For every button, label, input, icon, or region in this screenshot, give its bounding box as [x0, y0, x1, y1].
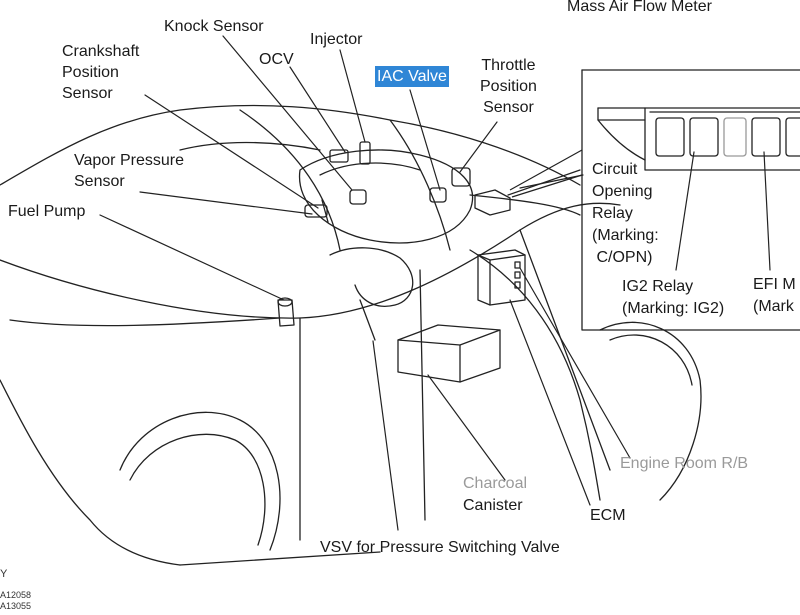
throttle-position-sensor-label: Throttle Position Sensor	[480, 57, 537, 116]
ocv-label: OCV	[259, 51, 294, 68]
component-bodies	[277, 141, 511, 327]
relay-box-inset	[581, 69, 800, 331]
view-letter: Y	[0, 568, 8, 580]
inset-callout-lines	[509, 149, 583, 198]
engine-room-rb-label: Engine Room R/B	[620, 455, 749, 472]
engine-room-relay-block	[477, 249, 526, 306]
ecm-box	[397, 324, 501, 383]
figure-code-1: A12058	[0, 590, 32, 600]
circuit-opening-relay-label: Circuit Opening Relay (Marking: C/OPN)	[592, 161, 659, 266]
iac-valve-label: IAC Valve	[375, 66, 449, 87]
fuel-pump-label: Fuel Pump	[8, 203, 86, 220]
car-body-outline	[0, 104, 621, 566]
crankshaft-position-sensor-label: Crankshaft Position Sensor	[62, 43, 140, 102]
charcoal-label: Charcoal	[463, 475, 528, 492]
canister-label: Canister	[463, 497, 523, 514]
leader-lines	[99, 35, 771, 531]
efi-main-relay-label: EFI M (Mark	[753, 276, 796, 315]
vsv-label: VSV for Pressure Switching Valve	[320, 539, 560, 556]
mass-air-flow-meter-label: Mass Air Flow Meter	[567, 0, 712, 15]
wheel	[119, 321, 702, 551]
injector-label: Injector	[310, 31, 363, 48]
knock-sensor-label: Knock Sensor	[164, 18, 264, 35]
ig2-relay-label: IG2 Relay (Marking: IG2)	[622, 278, 725, 317]
figure-code-2: A13055	[0, 601, 32, 611]
vapor-pressure-sensor-label: Vapor Pressure Sensor	[74, 152, 184, 190]
ecm-label: ECM	[590, 507, 626, 524]
